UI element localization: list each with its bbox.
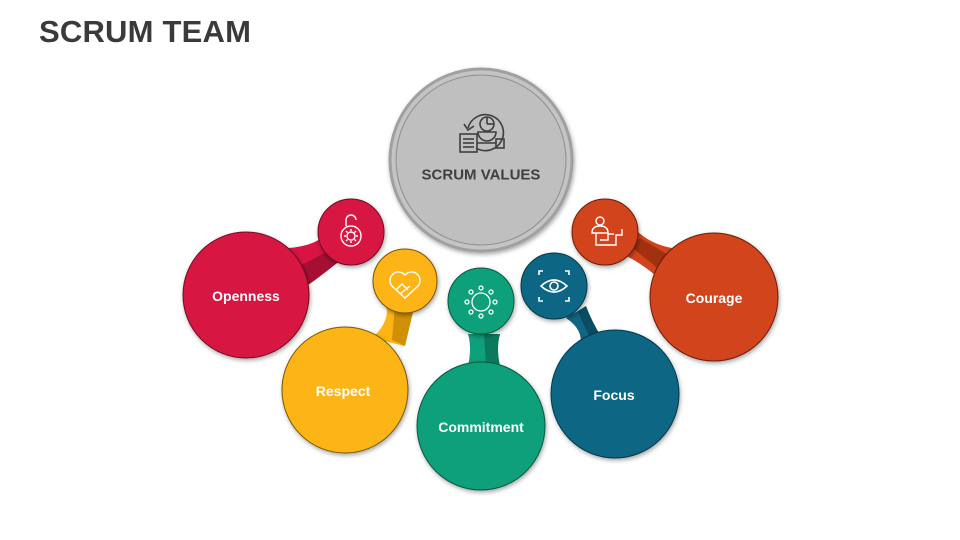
value-node-focus xyxy=(520,252,680,459)
sun-ring-icon xyxy=(464,285,498,319)
value-node-courage xyxy=(571,198,779,362)
handshake-heart-icon xyxy=(389,271,421,299)
scrum-values-label: SCRUM VALUES xyxy=(421,166,541,184)
eye-focus-icon xyxy=(538,270,570,302)
scrum-values-hub xyxy=(388,67,574,253)
unlocked-padlock-icon xyxy=(340,214,362,247)
value-node-commitment xyxy=(416,267,546,491)
commitment-connector xyxy=(468,334,500,366)
focus-label: Focus xyxy=(593,387,635,403)
value-node-respect xyxy=(281,248,438,454)
courage-label: Courage xyxy=(685,290,743,306)
openness-label: Openness xyxy=(212,288,280,304)
page-title: SCRUM TEAM xyxy=(39,14,252,49)
respect-label: Respect xyxy=(315,383,371,399)
scrum-cycle-icon xyxy=(459,113,505,153)
commitment-label: Commitment xyxy=(438,419,524,435)
person-climbing-stairs-icon xyxy=(591,216,623,246)
